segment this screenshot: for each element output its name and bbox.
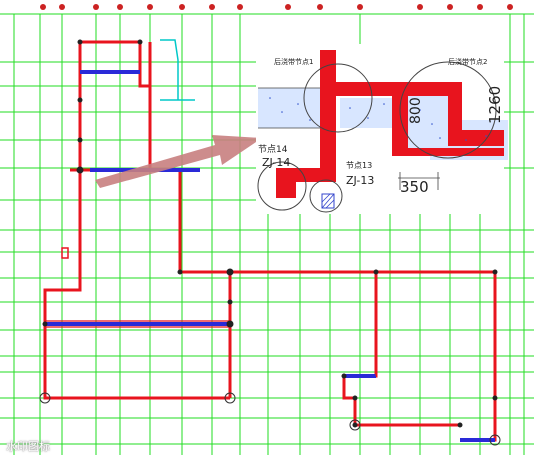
callout-arrow (95, 135, 262, 188)
cyan-elements (160, 39, 195, 101)
concrete-speckles (269, 97, 487, 141)
zj13-label: ZJ-13 (346, 174, 374, 187)
dim-800: 800 (408, 97, 424, 124)
node2-label: 后浇带节点2 (448, 57, 487, 66)
detail-panel: 后浇带节点1 后浇带节点2 节点14 ZJ-14 节点13 ZJ-13 800 … (256, 44, 508, 214)
axis-markers-top (40, 4, 513, 10)
node13-label: 节点13 (346, 161, 372, 170)
node1-label: 后浇带节点1 (274, 57, 313, 66)
zj14-label: ZJ-14 (262, 156, 290, 169)
column-nodes (42, 39, 498, 428)
watermark-text: 水印图标 (6, 440, 50, 453)
axis-circles (39, 392, 501, 446)
grid-lines (0, 13, 534, 455)
beams (45, 70, 495, 442)
dim-350: 350 (400, 178, 429, 196)
beam-inner (45, 272, 377, 376)
dim-1260: 1260 (486, 86, 504, 124)
small-red-box (61, 247, 69, 259)
node14-label: 节点14 (258, 144, 288, 155)
